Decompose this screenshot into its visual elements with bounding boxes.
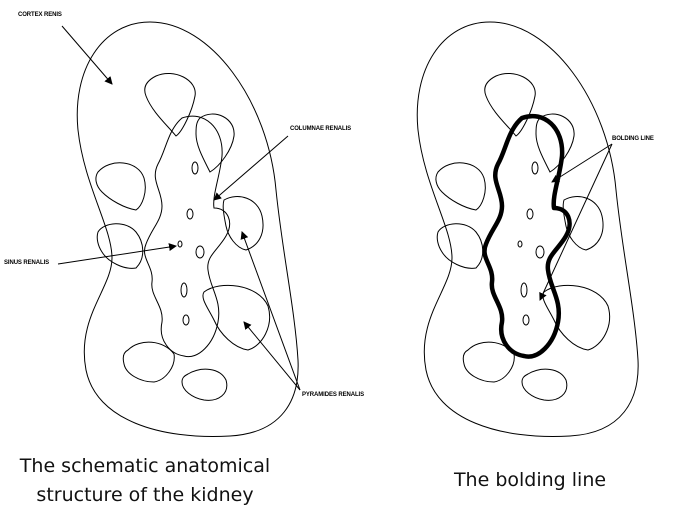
left-kidney bbox=[77, 22, 298, 436]
sinus-islands bbox=[178, 162, 204, 325]
left-arrows bbox=[58, 26, 300, 390]
label-columnae-renalis: COLUMNAE RENALIS bbox=[290, 126, 351, 132]
label-cortex-renis: CORTEX RENIS bbox=[18, 12, 62, 18]
caption-left: The schematic anatomical structure of th… bbox=[0, 452, 290, 510]
arrow-sinus bbox=[58, 246, 176, 264]
caption-right: The bolding line bbox=[400, 466, 660, 495]
arrow-bolding-2 bbox=[540, 144, 612, 300]
renal-pyramids-right bbox=[436, 73, 610, 400]
caption-left-line2: structure of the kidney bbox=[0, 481, 290, 510]
label-pyramides-renalis: PYRAMIDES RENALIS bbox=[302, 392, 364, 398]
arrow-pyramides-2 bbox=[244, 322, 300, 390]
sinus-cavity bbox=[144, 116, 229, 357]
right-kidney bbox=[417, 22, 638, 436]
arrow-pyramides-1 bbox=[242, 232, 300, 390]
label-sinus-renalis: SINUS RENALIS bbox=[4, 260, 49, 266]
sinus-islands-right bbox=[518, 162, 544, 325]
label-bolding-line: BOLDING LINE bbox=[612, 136, 654, 142]
arrow-columnae bbox=[214, 136, 288, 200]
right-arrows bbox=[540, 144, 612, 300]
arrow-cortex bbox=[62, 26, 112, 84]
caption-left-line1: The schematic anatomical bbox=[0, 452, 290, 481]
bolding-line-path bbox=[484, 116, 569, 357]
